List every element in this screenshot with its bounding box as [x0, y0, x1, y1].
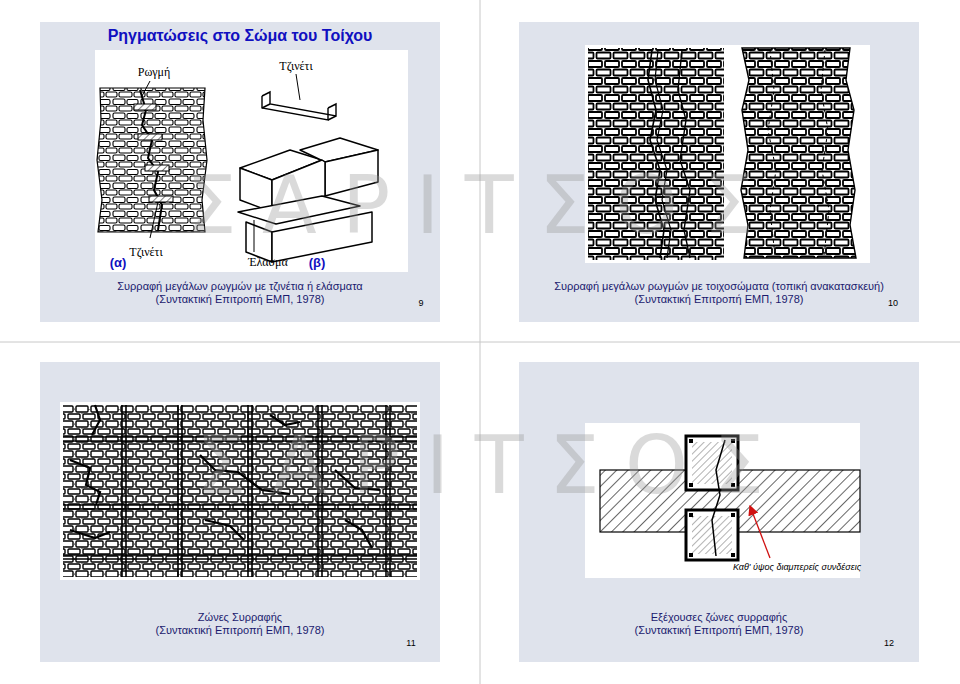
page-number: 11	[406, 638, 415, 648]
slide-title: Ρηγματώσεις στο Σώμα του Τοίχου	[108, 27, 373, 45]
page-number: 12	[884, 638, 894, 648]
page-number: 10	[888, 298, 898, 308]
slide-caption: Εξέχουσες ζώνες συρραφής	[651, 611, 788, 624]
watermark: Σ Α Ρ Ι Τ Σ Ο Σ	[196, 420, 764, 512]
slide-caption: (Συντακτική Επιτροπή ΕΜΠ, 1978)	[635, 624, 804, 637]
watermark: Σ Α Ρ Ι Τ Σ Ο Σ	[186, 160, 754, 252]
part-label: Τζινέτι	[129, 246, 162, 260]
slide-caption: (Συντακτική Επιτροπή ΕΜΠ, 1978)	[156, 293, 325, 306]
slide-caption: Συρραφή μεγάλων ρωγμών με τζινέτια ή ελά…	[117, 280, 362, 293]
part-label: Έλασμα	[248, 256, 288, 270]
page-number: 9	[418, 298, 423, 308]
slide-caption: (Συντακτική Επιτροπή ΕΜΠ, 1978)	[635, 293, 804, 306]
slide-caption: Ζώνες Συρραφής	[198, 611, 282, 624]
slide-caption: Συρραφή μεγάλων ρωγμών με τοιχοσώματα (τ…	[554, 280, 884, 293]
figure-letter: (β)	[309, 256, 326, 271]
slide-caption: (Συντακτική Επιτροπή ΕΜΠ, 1978)	[156, 624, 325, 637]
part-label: Τζινέτι	[279, 60, 312, 74]
callout-label: Καθ' ύψος διαμπερείς συνδέσεις	[733, 562, 861, 572]
figure-letter: (α)	[110, 256, 127, 271]
part-label: Ρωγμή	[138, 66, 171, 80]
